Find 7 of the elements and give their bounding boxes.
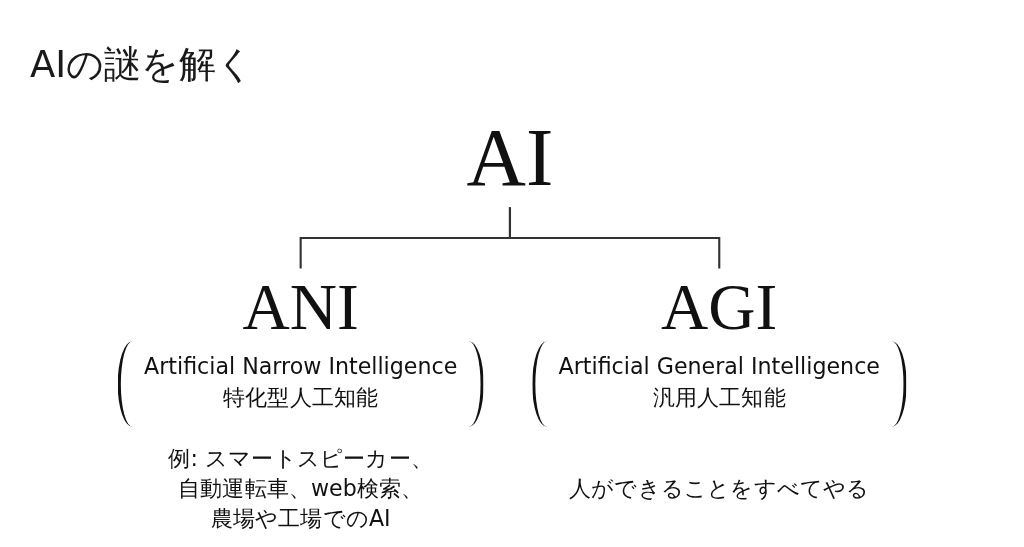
node-label: 例: スマートスピーカー、自動運転車、web検索、農場や工場でのAI — [168, 446, 433, 532]
title: AIの謎を解く — [30, 42, 255, 88]
node-text: AI — [466, 115, 554, 201]
connector — [508, 207, 721, 269]
node-text: AGI Artificial General Intelligence 汎用人工知能 — [558, 271, 880, 411]
node-label: 人ができることをすべてやる — [568, 476, 870, 502]
node-text: ANI Artificial Narrow Intelligence 特化型人工知能 — [144, 271, 458, 411]
